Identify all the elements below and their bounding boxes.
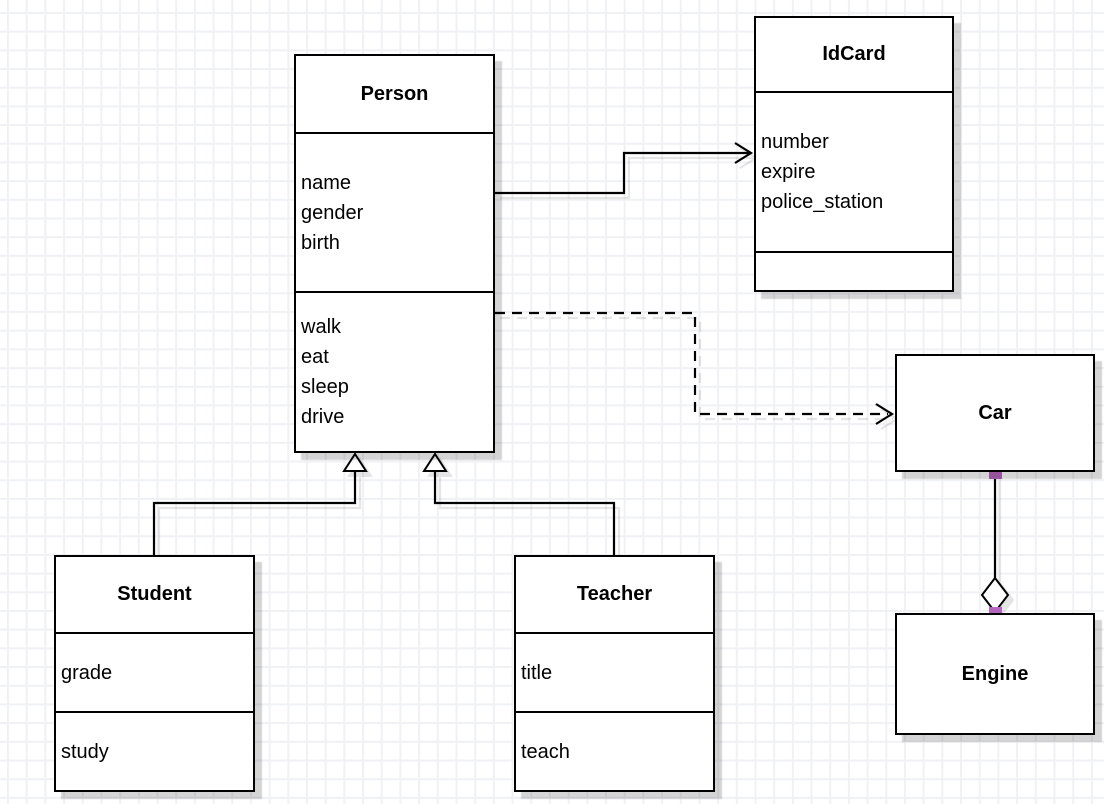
class-idcard-methods-empty[interactable] bbox=[756, 251, 952, 290]
open-arrowhead-icon bbox=[875, 403, 895, 425]
class-teacher-methods[interactable]: teach bbox=[516, 711, 713, 790]
dependency-person-car[interactable] bbox=[495, 311, 895, 425]
open-arrowhead-icon bbox=[734, 142, 754, 164]
attribute-grade: grade bbox=[61, 661, 113, 684]
class-idcard-title: IdCard bbox=[822, 43, 886, 65]
class-idcard[interactable]: IdCard number expire police_station bbox=[754, 16, 954, 292]
hollow-triangle-icon bbox=[342, 452, 368, 472]
class-student[interactable]: Student grade study bbox=[54, 555, 255, 792]
class-teacher-attributes[interactable]: title bbox=[516, 632, 713, 711]
class-student-methods[interactable]: study bbox=[56, 711, 253, 790]
class-person[interactable]: Person name gender birth walk eat sleep … bbox=[294, 54, 495, 453]
attribute-number: number bbox=[761, 131, 829, 153]
class-idcard-attributes[interactable]: number expire police_station bbox=[756, 91, 952, 251]
attribute-police-station: police_station bbox=[761, 191, 884, 213]
class-person-title: Person bbox=[360, 82, 429, 105]
method-drive: drive bbox=[301, 406, 345, 428]
class-student-attributes[interactable]: grade bbox=[56, 632, 253, 711]
association-person-idcard[interactable] bbox=[495, 142, 754, 195]
attribute-name: name bbox=[301, 171, 352, 194]
class-engine-title: Engine bbox=[961, 662, 1029, 685]
method-walk: walk bbox=[301, 316, 342, 338]
hollow-triangle-icon bbox=[422, 452, 448, 472]
generalization-student-person[interactable] bbox=[152, 452, 368, 555]
class-car[interactable]: Car bbox=[895, 354, 1095, 472]
class-car-title: Car bbox=[978, 401, 1012, 424]
class-teacher[interactable]: Teacher title teach bbox=[514, 555, 715, 792]
attribute-title: title bbox=[521, 661, 553, 684]
class-teacher-title: Teacher bbox=[576, 583, 653, 605]
method-teach: teach bbox=[521, 740, 570, 763]
method-sleep: sleep bbox=[301, 376, 349, 398]
class-person-methods[interactable]: walk eat sleep drive bbox=[296, 291, 493, 451]
class-student-title: Student bbox=[117, 583, 192, 605]
aggregation-car-engine[interactable] bbox=[980, 473, 1010, 614]
class-person-attributes[interactable]: name gender birth bbox=[296, 132, 493, 291]
attribute-expire: expire bbox=[761, 161, 816, 183]
generalization-teacher-person[interactable] bbox=[422, 452, 616, 555]
attribute-birth: birth bbox=[301, 231, 340, 254]
method-eat: eat bbox=[301, 346, 329, 368]
attribute-gender: gender bbox=[301, 201, 364, 224]
class-engine[interactable]: Engine bbox=[895, 613, 1095, 735]
method-study: study bbox=[61, 740, 109, 763]
